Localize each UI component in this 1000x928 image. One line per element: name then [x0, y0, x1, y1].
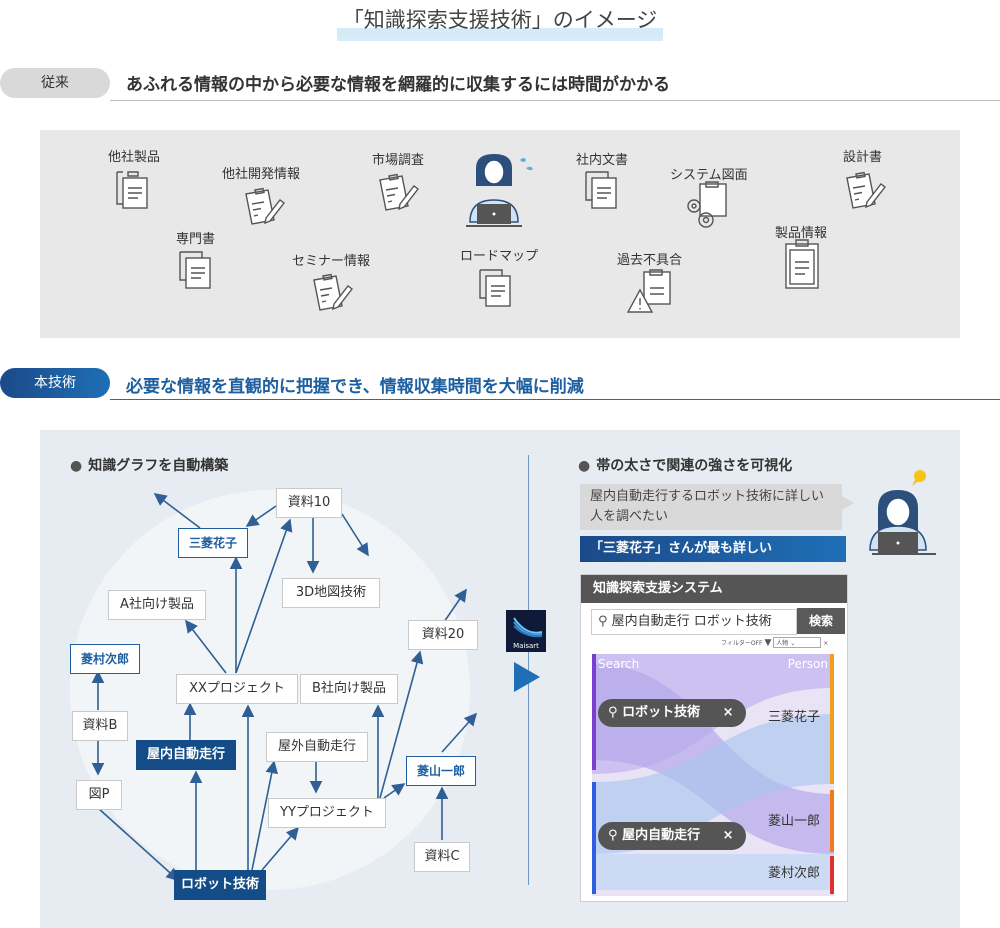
graph-node: YYプロジェクト — [268, 798, 386, 828]
graph-node: 資料10 — [276, 488, 342, 518]
doc-label: 設計書 — [843, 150, 883, 165]
new-tech-heading: 必要な情報を直観的に把握でき、情報収集時間を大幅に削減 — [126, 377, 584, 397]
graph-node-topic: ロボット技術 — [174, 870, 266, 900]
tag-close-icon[interactable]: × — [722, 705, 734, 720]
person-icon — [869, 470, 936, 555]
search-query: 屋内自動走行 ロボット技術 — [611, 614, 772, 629]
tag-close-icon[interactable]: × — [722, 828, 734, 843]
graph-node: 3D地図技術 — [282, 578, 380, 608]
clear-icon[interactable]: × — [823, 640, 829, 647]
person-icon — [466, 154, 533, 227]
doc-label: 専門書 — [176, 232, 216, 247]
doc-label: 社内文書 — [576, 153, 629, 168]
graph-node-person: 菱村次郎 — [70, 644, 140, 674]
graph-node: 資料C — [414, 842, 470, 872]
doc-label: ロードマップ — [460, 249, 539, 264]
filter-select[interactable]: 人物 ⌄ — [773, 637, 822, 648]
graph-node-person: 三菱花子 — [178, 528, 248, 558]
doc-label: セミナー情報 — [292, 254, 371, 269]
doc-label: 他社製品 — [108, 150, 161, 165]
answer-bubble: 「三菱花子」さんが最も詳しい — [580, 536, 846, 562]
doc-label: システム図面 — [670, 168, 748, 183]
conventional-badge: 従来 — [0, 68, 110, 98]
filter-bar: フィルターOFF ▼ 人物 ⌄ × — [721, 637, 828, 648]
play-arrow-icon — [514, 662, 540, 692]
bubble-tail — [842, 496, 854, 510]
graph-node: A社向け製品 — [108, 590, 206, 620]
section-divider — [528, 455, 529, 885]
search-tag[interactable]: ⚲ ロボット技術 × — [598, 699, 746, 727]
graph-node-topic: 屋内自動走行 — [136, 740, 236, 770]
graph-node: XXプロジェクト — [176, 674, 298, 704]
sankey-left-header: Search — [598, 657, 639, 671]
page-title: 「知識探索支援技術」のイメージ — [0, 4, 1000, 41]
search-button[interactable]: 検索 — [797, 608, 845, 634]
sankey-person-label: 菱村次郎 — [768, 866, 821, 881]
doc-label: 市場調査 — [372, 153, 425, 168]
search-tag[interactable]: ⚲ 屋内自動走行 × — [598, 822, 746, 850]
sankey-person-label: 菱山一郎 — [768, 814, 821, 829]
visualize-subtitle: 帯の太さで関連の強さを可視化 — [578, 455, 792, 475]
search-icon: ⚲ — [598, 614, 608, 629]
graph-node: 資料B — [72, 711, 128, 741]
sankey-person-label: 三菱花子 — [768, 710, 821, 725]
search-input[interactable]: ⚲ 屋内自動走行 ロボット技術 — [591, 609, 797, 635]
maisart-logo: Maisart — [506, 610, 546, 652]
filter-icon[interactable]: ▼ — [764, 638, 772, 648]
divider-line — [110, 399, 1000, 400]
doc-label: 過去不具合 — [617, 253, 683, 268]
sankey-right-header: Person — [788, 657, 828, 671]
document-icons — [116, 154, 886, 313]
new-tech-badge: 本技術 — [0, 368, 110, 398]
graph-node: 屋外自動走行 — [266, 732, 368, 762]
graph-node: B社向け製品 — [300, 674, 398, 704]
doc-label: 他社開発情報 — [222, 167, 301, 182]
system-title: 知識探索支援システム — [581, 575, 847, 603]
filter-label: フィルターOFF — [721, 640, 763, 647]
doc-label: 製品情報 — [775, 226, 828, 241]
graph-node: 図P — [76, 780, 122, 810]
question-bubble: 屋内自動走行するロボット技術に詳しい人を調べたい — [580, 484, 842, 530]
conventional-heading: あふれる情報の中から必要な情報を網羅的に収集するには時間がかかる — [126, 75, 670, 95]
graph-node-person: 菱山一郎 — [406, 756, 476, 786]
divider-line — [110, 100, 1000, 101]
sankey-diagram: Search Person — [592, 654, 834, 896]
graph-subtitle: 知識グラフを自動構築 — [70, 455, 228, 475]
graph-node: 資料20 — [408, 620, 478, 650]
